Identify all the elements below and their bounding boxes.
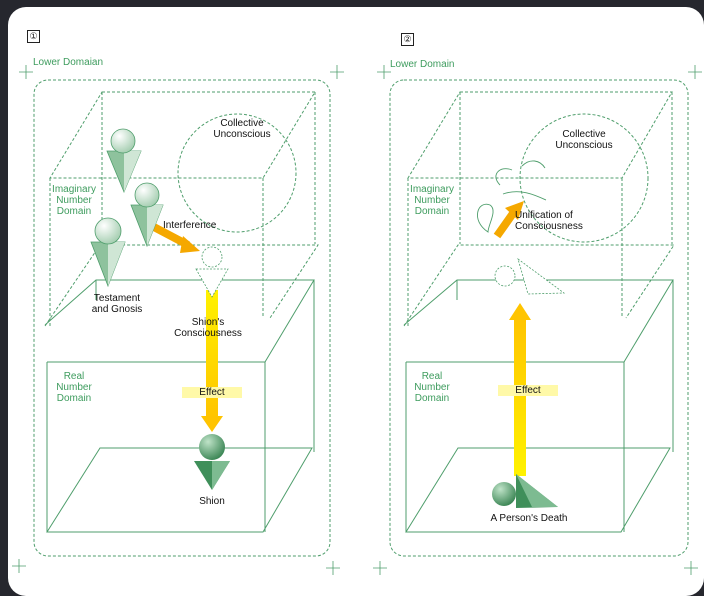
panel-2-unification-arrow-head (505, 201, 524, 220)
panel-2-lower-domain-label: Lower Domain (390, 59, 455, 70)
panel-2-corner-marks (373, 65, 702, 575)
panel-2-collective-label: Collective Unconscious (555, 129, 613, 151)
figure-icon (106, 128, 142, 194)
panel-2-lower-domain-boundary (389, 79, 689, 557)
diagram-canvas (12, 65, 702, 575)
panel-1-interference-label: Interference (163, 220, 217, 231)
panel-2-collective-circle (519, 113, 649, 243)
panel-1-shion-label: Shion (199, 496, 225, 507)
panel-2-arrows (493, 201, 531, 476)
panel-1-imaginary-box (44, 91, 319, 327)
panel-1 (12, 65, 344, 575)
panel-1-figures (90, 128, 230, 490)
panel-2-effect-arrow-shaft (514, 318, 526, 476)
panel-1-real-box (44, 279, 315, 533)
panel-2-figures (492, 257, 566, 508)
fallen-person-figure-icon (492, 474, 558, 508)
panel-2-unification-label: Unification of Consciousness (515, 210, 583, 232)
panel-1-effect-label: Effect (182, 387, 242, 398)
panel-2-unification-arrow (493, 209, 518, 239)
panel-2-number: ② (401, 33, 414, 46)
panel-1-lower-domain-label: Lower Domaian (33, 57, 104, 68)
shion-figure-icon (194, 434, 230, 490)
panel-2-imaginary-box (403, 91, 675, 327)
panel-2 (373, 65, 702, 575)
panel-2-effect-label: Effect (498, 385, 558, 396)
panel-2-real-box (403, 279, 674, 533)
panel-2-real-label: Real Number Domain (414, 371, 450, 404)
panel-1-collective-label: Collective Unconscious (213, 118, 271, 140)
panel-1-imaginary-label: Imaginary Number Domain (52, 184, 96, 217)
panel-1-collective-circle (177, 113, 297, 233)
panel-1-interference-arrow-head (180, 236, 200, 253)
panel-1-corner-marks (12, 65, 344, 575)
panel-1-effect-arrow-head (201, 416, 223, 432)
panel-1-arrows (150, 222, 223, 432)
panel-1-testament-label: Testament and Gnosis (91, 293, 143, 315)
panel-2-imaginary-label: Imaginary Number Domain (410, 184, 454, 217)
consciousness-figure-icon (195, 246, 229, 298)
panel-2-effect-arrow-head (509, 303, 531, 320)
diagram-card: ① Lower Domaian Collective Unconscious I… (8, 7, 704, 596)
panel-1-consciousness-label: Shion's Consciousness (174, 317, 242, 339)
figure-icon (90, 217, 126, 288)
panel-2-unification-wisps (477, 160, 547, 233)
consciousness-figure-icon (494, 257, 566, 295)
figure-icon (130, 182, 164, 248)
panel-1-effect-arrow-shaft (206, 290, 218, 418)
panel-1-number: ① (27, 30, 40, 43)
panel-1-real-label: Real Number Domain (56, 371, 92, 404)
panel-2-death-label: A Person's Death (490, 513, 568, 524)
